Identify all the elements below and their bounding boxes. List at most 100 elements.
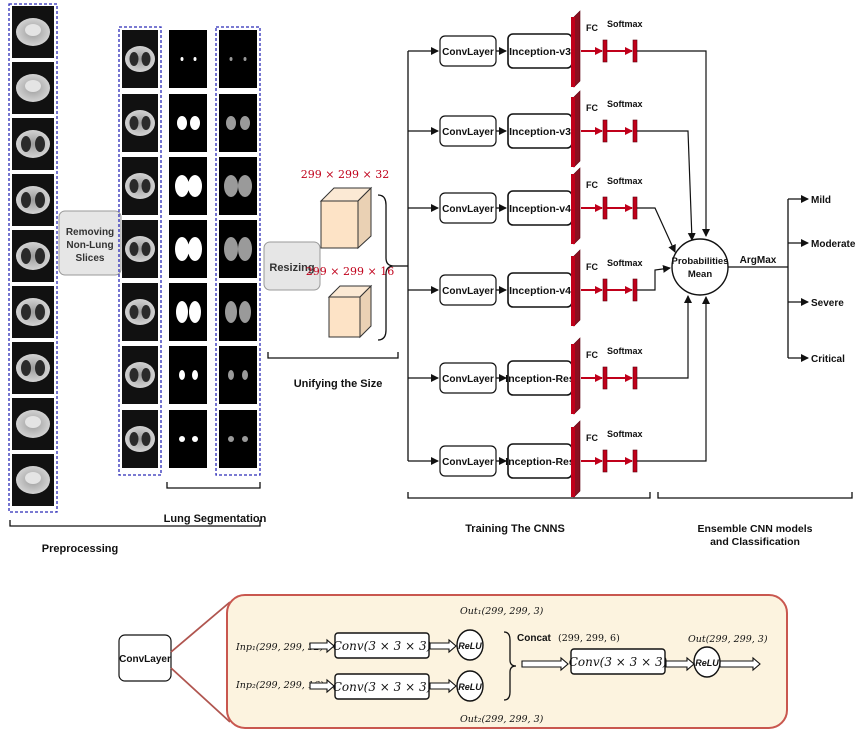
convlayer-callout-label: ConvLayer xyxy=(119,654,171,665)
prob-label-line1: Probabilities xyxy=(671,256,728,267)
resizing-label: Resizing xyxy=(269,262,314,274)
softmax-label: Softmax xyxy=(607,99,643,109)
softmax-label: Softmax xyxy=(607,429,643,439)
inception-label: Inception-v4 xyxy=(509,203,571,215)
training-label: Training The CNNS xyxy=(465,523,565,535)
hollow-arrow xyxy=(429,678,457,694)
ct-slice xyxy=(12,286,54,338)
out-label: Out(299, 299, 3) xyxy=(688,634,768,645)
ct-slice xyxy=(12,454,54,506)
ct-slice xyxy=(12,230,54,282)
cnn-row: ConvLayer Inception-v4 FC Softmax xyxy=(408,167,643,245)
concat-dims-label: (299, 299, 6) xyxy=(558,633,620,644)
ensemble-connector xyxy=(637,296,710,462)
relu-3 xyxy=(693,646,721,678)
ct-slice xyxy=(12,62,54,114)
ct-column-frame xyxy=(8,3,58,513)
relu-1-label: ReLU xyxy=(458,641,482,651)
segmented-slice xyxy=(219,283,257,341)
convlayer-label: ConvLayer xyxy=(442,286,494,297)
probabilities-mean-node: Probabilities Mean xyxy=(671,238,729,296)
out1-label: Out₁(299, 299, 3) xyxy=(460,606,544,617)
conv-box-1-label: Conv(3 × 3 × 3) xyxy=(333,639,432,653)
volume-cube-large xyxy=(319,186,373,250)
ensemble-brace xyxy=(657,492,853,499)
softmax-label: Softmax xyxy=(607,19,643,29)
size-small-label: 299 × 299 × 16 xyxy=(306,265,394,278)
softmax-label: Softmax xyxy=(607,258,643,268)
lung-segmentation-brace xyxy=(166,482,261,489)
mask-slice xyxy=(169,220,207,278)
softmax-label: Softmax xyxy=(607,176,643,186)
convlayer-detail-panel: Inp₁(299, 299, 32) Inp₂(299, 299, 16) Co… xyxy=(226,594,788,729)
cnn-row: ConvLayer Inception-v4 FC Softmax xyxy=(408,249,643,327)
lung-segmentation-label: Lung Segmentation xyxy=(164,513,267,525)
hollow-arrow xyxy=(665,656,695,672)
ensemble-connector xyxy=(637,130,696,241)
unifying-label: Unifying the Size xyxy=(294,378,383,390)
segmented-slice xyxy=(219,30,257,88)
fc-label: FC xyxy=(586,262,598,272)
convlayer-label: ConvLayer xyxy=(442,204,494,215)
inception-label: Inception-Res xyxy=(505,456,575,468)
preprocessing-brace xyxy=(9,520,261,527)
concat-brace xyxy=(503,631,517,701)
convlayer-label: ConvLayer xyxy=(442,127,494,138)
out2-label: Out₂(299, 299, 3) xyxy=(460,714,544,725)
mask-slice xyxy=(169,30,207,88)
segmented-lungs xyxy=(215,26,261,476)
conv-box-3-label: Conv(3 × 3 × 3) xyxy=(569,655,668,669)
remove-non-lung-box: Removing Non-Lung Slices xyxy=(58,210,122,276)
class-label: Severe xyxy=(811,298,844,309)
concat-label: Concat xyxy=(517,633,552,644)
mask-slice xyxy=(169,410,207,468)
resizing-box: Resizing xyxy=(263,241,321,291)
ct-slice xyxy=(12,174,54,226)
ensemble-label-line2: and Classification xyxy=(710,536,800,548)
ct-slice-column xyxy=(8,3,58,513)
hollow-arrow xyxy=(429,638,457,654)
segmented-slice xyxy=(219,346,257,404)
cnn-row: ConvLayer Inception-v3 FC Softmax xyxy=(408,90,643,168)
inception-label: Inception-v4 xyxy=(509,285,571,297)
remove-label-line1: Removing xyxy=(66,227,114,238)
conv-box-2 xyxy=(334,673,430,700)
ensemble-label-line1: Ensemble CNN models xyxy=(698,523,813,535)
conv-box-3 xyxy=(570,648,666,675)
volume-cube-small xyxy=(327,284,373,339)
fc-label: FC xyxy=(586,103,598,113)
mask-slice xyxy=(169,157,207,215)
ensemble-connector xyxy=(637,50,710,237)
fc-label: FC xyxy=(586,23,598,33)
inception-label: Inception-Res xyxy=(505,373,575,385)
size-large-label: 299 × 299 × 32 xyxy=(301,168,389,181)
class-label: Mild xyxy=(811,195,831,206)
ct-slice xyxy=(12,342,54,394)
preprocessing-label: Preprocessing xyxy=(42,543,118,555)
ct-slice xyxy=(12,6,54,58)
convlayer-label: ConvLayer xyxy=(442,457,494,468)
mask-slice xyxy=(169,346,207,404)
convlayer-label: ConvLayer xyxy=(442,47,494,58)
inception-label: Inception-v3 xyxy=(509,126,571,138)
ct-slice xyxy=(12,398,54,450)
hollow-arrow xyxy=(309,638,335,654)
ensemble-connector xyxy=(637,207,676,253)
fc-label: FC xyxy=(586,180,598,190)
lung-slice xyxy=(122,410,158,468)
lung-slice xyxy=(122,346,158,404)
conv-box-1 xyxy=(334,632,430,659)
hollow-arrow xyxy=(719,656,761,672)
remove-label-line3: Slices xyxy=(76,253,105,264)
inp1-label: Inp₁(299, 299, 32) xyxy=(235,642,324,653)
mask-slice xyxy=(169,94,207,152)
segmented-slice xyxy=(219,157,257,215)
hollow-arrow xyxy=(309,678,335,694)
lung-slice xyxy=(122,220,158,278)
class-label: Moderate xyxy=(811,239,856,250)
ct-slice xyxy=(12,118,54,170)
